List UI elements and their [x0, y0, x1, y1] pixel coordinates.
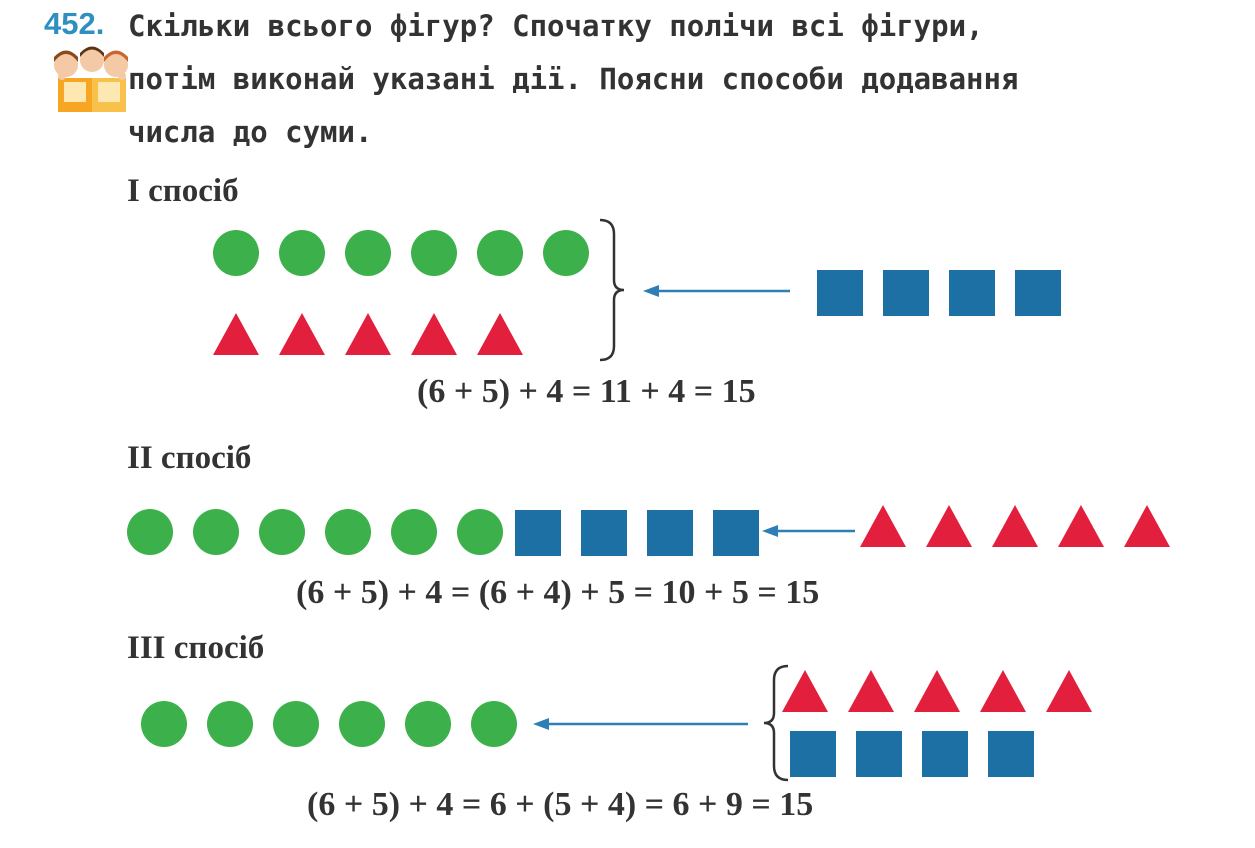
method-3-circle — [339, 701, 385, 747]
method-2-triangle — [992, 505, 1038, 547]
method-3-circle — [207, 701, 253, 747]
method-1-square — [883, 270, 929, 316]
method-1-square — [817, 270, 863, 316]
method-1-triangle — [345, 313, 391, 355]
method-1-circle — [213, 230, 259, 276]
method-3-circle — [405, 701, 451, 747]
task-number: 452. — [44, 6, 105, 41]
method-2-triangle — [926, 505, 972, 547]
kids-with-book-icon — [54, 46, 128, 112]
method-2-square — [647, 510, 693, 556]
method-3-triangle — [1046, 670, 1092, 712]
method-1-triangle — [279, 313, 325, 355]
method-3-square — [856, 731, 902, 777]
method-2-circle — [457, 509, 503, 555]
method-2-square — [581, 510, 627, 556]
method-3-square — [922, 731, 968, 777]
method-2-circle — [325, 509, 371, 555]
method-3-triangle — [848, 670, 894, 712]
method-2-circle — [127, 509, 173, 555]
method-2-triangle — [1058, 505, 1104, 547]
method-3-circle — [471, 701, 517, 747]
task-text-line-1: Скільки всього фігур? Спочатку полічи вс… — [128, 9, 984, 43]
method-3-brace — [763, 664, 789, 782]
method-3-equation: (6 + 5) + 4 = 6 + (5 + 4) = 6 + 9 = 15 — [307, 786, 814, 823]
method-2-circle — [259, 509, 305, 555]
method-3-triangle — [914, 670, 960, 712]
method-2-equation: (6 + 5) + 4 = (6 + 4) + 5 = 10 + 5 = 15 — [296, 574, 820, 611]
method-2-arrow-head — [762, 525, 778, 537]
method-1-circle — [411, 230, 457, 276]
method-3-square — [988, 731, 1034, 777]
method-1-label: І спосіб — [127, 173, 239, 209]
method-2-square — [515, 510, 561, 556]
method-1-circle — [279, 230, 325, 276]
method-2-triangle — [1124, 505, 1170, 547]
method-2-square — [713, 510, 759, 556]
method-1-brace — [599, 218, 625, 362]
method-3-circle — [141, 701, 187, 747]
method-1-square — [949, 270, 995, 316]
task-text-line-3: числа до суми. — [128, 115, 373, 149]
method-1-circle — [477, 230, 523, 276]
method-3-triangle — [782, 670, 828, 712]
method-2-triangle — [860, 505, 906, 547]
method-2-label: ІІ спосіб — [127, 440, 252, 476]
method-1-circle — [543, 230, 589, 276]
method-1-square — [1015, 270, 1061, 316]
method-1-equation: (6 + 5) + 4 = 11 + 4 = 15 — [417, 373, 756, 410]
method-3-triangle — [980, 670, 1026, 712]
method-3-label: ІІІ спосіб — [127, 630, 265, 666]
method-1-triangle — [411, 313, 457, 355]
method-2-circle — [193, 509, 239, 555]
method-3-arrow-head — [533, 718, 549, 730]
method-1-triangle — [213, 313, 259, 355]
method-1-triangle — [477, 313, 523, 355]
method-3-circle — [273, 701, 319, 747]
method-1-circle — [345, 230, 391, 276]
task-text-line-2: потім виконай указані дії. Поясни способ… — [128, 62, 1019, 96]
method-3-square — [790, 731, 836, 777]
method-1-arrow-head — [643, 285, 659, 297]
method-2-circle — [391, 509, 437, 555]
